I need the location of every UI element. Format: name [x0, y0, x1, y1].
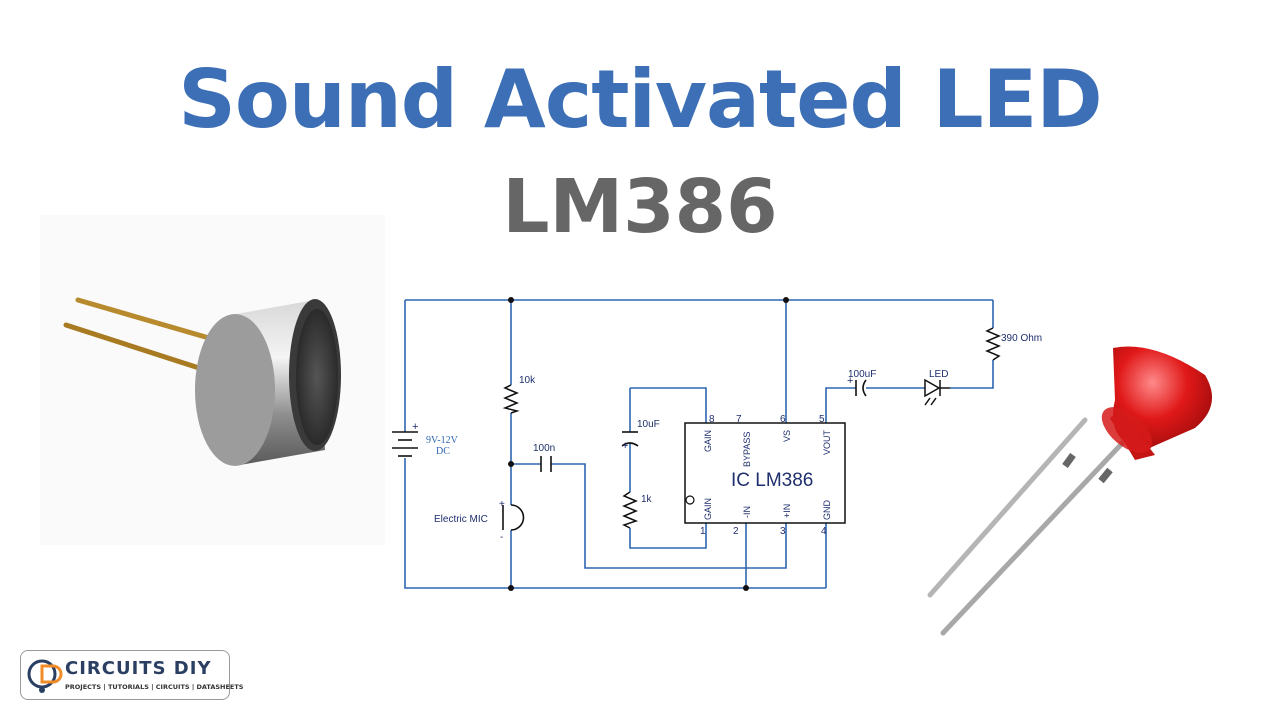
- capacitor-10uf: [621, 431, 639, 447]
- logo-name: CIRCUITS DIY: [65, 658, 212, 679]
- page-subtitle: LM386: [502, 164, 778, 250]
- pin-name-6: VS: [782, 430, 792, 442]
- pin-num-2: 2: [733, 526, 739, 537]
- battery-voltage-label: 9V-12V: [426, 435, 459, 446]
- battery-plus: +: [412, 421, 418, 433]
- led-lead-2: [940, 432, 1133, 636]
- resistor-1k: [622, 491, 639, 529]
- pin-num-3: 3: [780, 526, 786, 537]
- capacitor-100uf-label: 100uF: [848, 369, 876, 380]
- capacitor-100uf: [855, 379, 867, 397]
- led-label: LED: [929, 369, 948, 380]
- electret-mic-symbol: [502, 504, 525, 531]
- led-symbol: [924, 378, 950, 406]
- resistor-390-label: 390 Ohm: [1001, 333, 1042, 344]
- resistor-10k-label: 10k: [519, 375, 536, 386]
- pin-num-5: 5: [819, 414, 825, 425]
- mic-mesh: [296, 309, 338, 445]
- pin-num-1: 1: [700, 526, 706, 537]
- mic-plus: +: [499, 499, 505, 510]
- logo-tagline: PROJECTS | TUTORIALS | CIRCUITS | DATASH…: [65, 683, 244, 691]
- pin-name-3: +IN: [782, 504, 792, 518]
- pin-name-8: GAIN: [703, 430, 713, 452]
- pin-name-7: BYPASS: [742, 432, 752, 467]
- pin-name-5: VOUT: [822, 429, 832, 455]
- mic-label: Electric MIC: [434, 514, 488, 525]
- pin-num-6: 6: [780, 414, 786, 425]
- circuit-schematic: + 9V-12V DC 10k 1k 390 Ohm 100n + 10uF +…: [392, 297, 1042, 591]
- page-title: Sound Activated LED: [178, 53, 1102, 146]
- ic-lm386-label: IC LM386: [731, 470, 813, 491]
- battery-dc-label: DC: [436, 446, 450, 457]
- circuit-logo-icon: [27, 659, 63, 693]
- pin-num-4: 4: [821, 526, 827, 537]
- capacitor-100n-label: 100n: [533, 443, 555, 454]
- capacitor-100uf-plus: +: [847, 375, 853, 387]
- resistor-10k: [502, 384, 520, 414]
- capacitor-100n: [540, 456, 552, 472]
- battery-symbol: [392, 431, 418, 457]
- ic-lm386-body: [684, 422, 846, 524]
- pin-name-4: GND: [822, 500, 832, 521]
- circuits-diy-logo[interactable]: CIRCUITS DIY PROJECTS | TUTORIALS | CIRC…: [20, 650, 243, 700]
- capacitor-10uf-plus: +: [622, 440, 628, 452]
- pin-num-8: 8: [709, 414, 715, 425]
- led-lead-1: [927, 417, 1088, 598]
- capacitor-10uf-label: 10uF: [637, 419, 660, 430]
- led-image: [927, 346, 1213, 636]
- resistor-1k-label: 1k: [641, 494, 653, 505]
- resistor-390: [985, 327, 1001, 361]
- pin-name-1: GAIN: [703, 498, 713, 520]
- pin-name-2: -IN: [742, 506, 752, 518]
- pin-num-7: 7: [736, 414, 742, 425]
- mic-minus: -: [500, 532, 503, 543]
- microphone-image: [40, 215, 385, 545]
